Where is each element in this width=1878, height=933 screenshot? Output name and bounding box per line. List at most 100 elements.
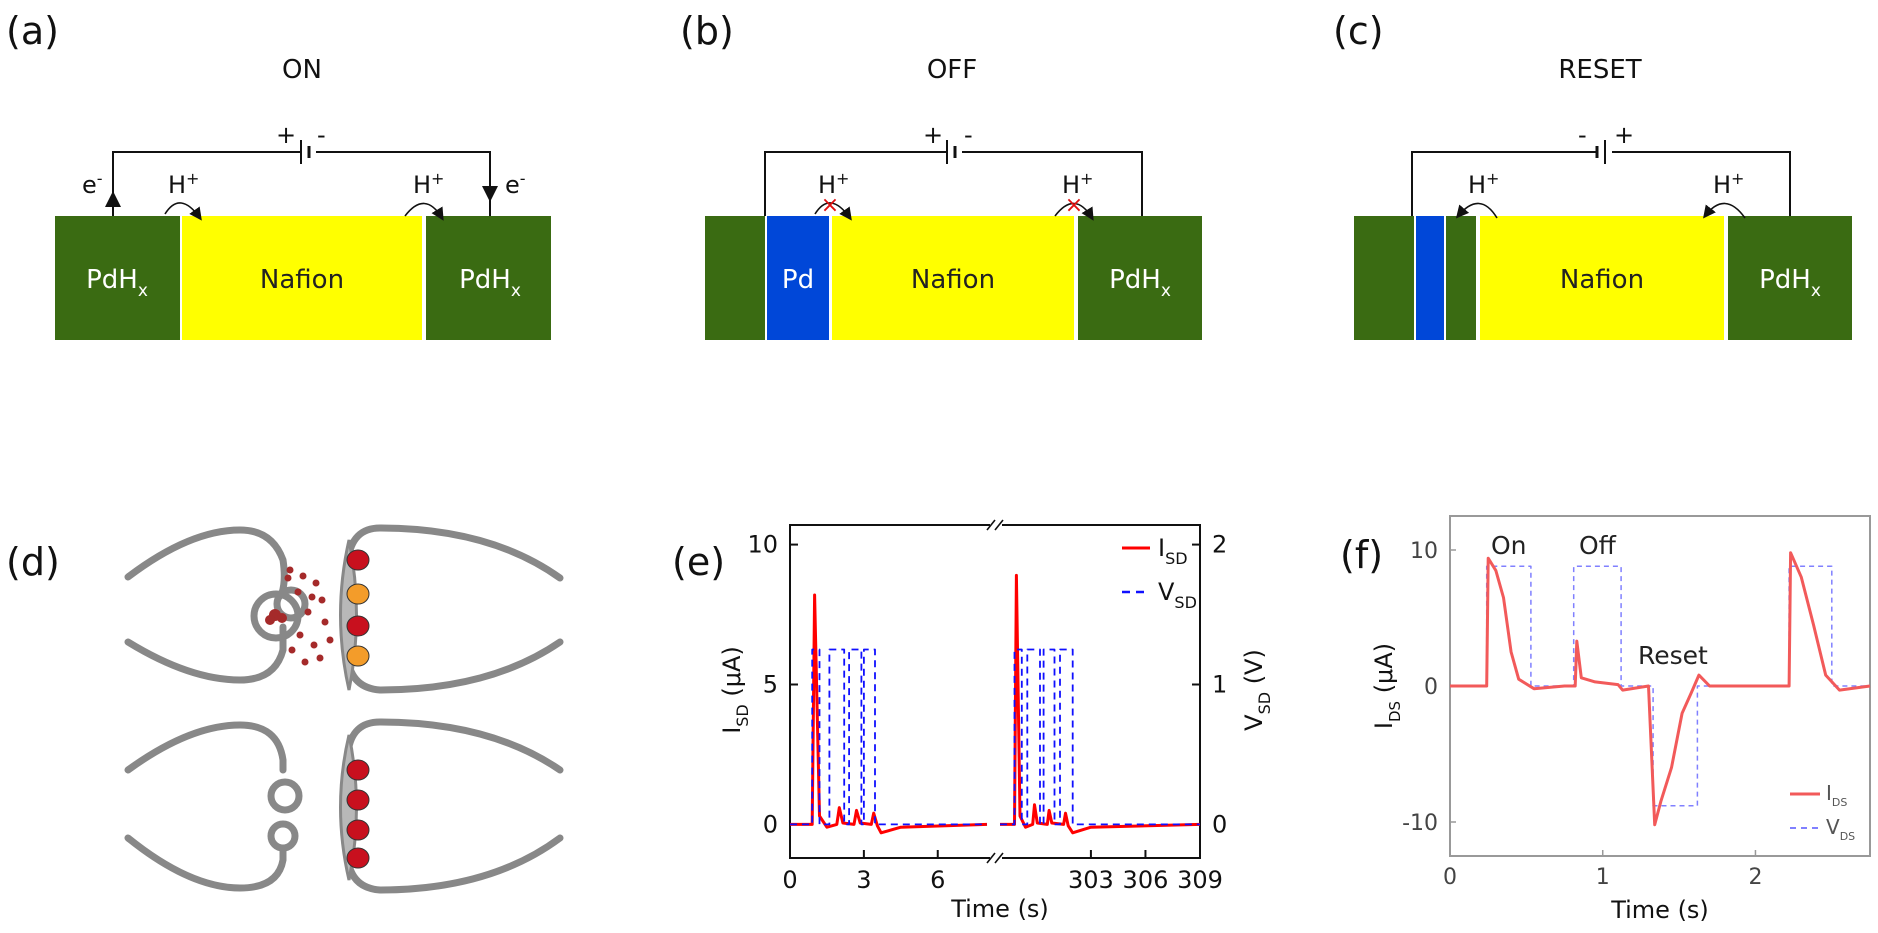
y-tick-label: 10 <box>747 531 778 559</box>
chart-f-series <box>1450 551 1871 827</box>
battery-icon <box>1595 140 1606 164</box>
series-line-vds <box>1450 565 1870 807</box>
blocked-mark-right: × <box>1065 193 1083 218</box>
receptor-icons-rest <box>346 759 370 869</box>
series-line-isd <box>1000 573 1201 835</box>
chart-f-ylabel: IDS (μA) <box>1370 643 1404 729</box>
panel-c: (c) RESET - + Nafion PdHx H+ H+ <box>1333 9 1852 340</box>
x-tick-label: 3 <box>856 866 871 894</box>
pdhx-block-left <box>1354 216 1414 340</box>
series-line-isd <box>790 593 988 835</box>
axis-break-marks <box>986 519 1004 864</box>
proton-label-right: H+ <box>1713 169 1744 199</box>
pdhx-label-right: PdHx <box>1109 265 1171 301</box>
x-tick-label: 2 <box>1748 865 1762 890</box>
proton-label-left: H+ <box>1468 169 1499 199</box>
proton-label-left: H+ <box>168 169 199 199</box>
synapse-rest-illustration <box>124 718 564 894</box>
x-tick-label: 306 <box>1123 866 1169 894</box>
panel-b: (b) OFF + - Pd Nafion PdHx × × H+ H+ <box>680 9 1202 340</box>
annotation-reset: Reset <box>1638 641 1708 670</box>
y-tick-label: -10 <box>1402 811 1438 836</box>
pdhx-block-left <box>705 216 765 340</box>
electron-label-left: e- <box>82 169 103 199</box>
nafion-label: Nafion <box>1560 265 1644 295</box>
chart-e-legend: ISD VSD <box>1122 534 1197 612</box>
receptor-icons <box>346 549 370 667</box>
synapse-active-illustration <box>124 524 564 694</box>
y2-tick-label: 2 <box>1212 531 1227 559</box>
panel-a: (a) ON + - e- e- PdHx Nafion PdHx H+ H+ <box>6 9 551 340</box>
x-tick-label: 303 <box>1068 866 1114 894</box>
proton-label-right: H+ <box>413 169 444 199</box>
pd-label: Pd <box>782 265 814 295</box>
pdhx-label-right: PdHx <box>1759 265 1821 301</box>
battery-icon <box>300 140 311 164</box>
chart-e-xlabel: Time (s) <box>950 895 1049 923</box>
chart-e-series <box>790 573 1201 835</box>
panel-a-title: ON <box>282 55 322 85</box>
x-tick-label: 1 <box>1596 865 1610 890</box>
y2-tick-label: 1 <box>1212 671 1227 699</box>
battery-plus: + <box>276 121 296 149</box>
panel-c-title: RESET <box>1558 55 1641 85</box>
neurotransmitter-dots <box>265 566 334 666</box>
pdhx-block-right <box>1078 216 1202 340</box>
panel-a-label: (a) <box>6 9 59 53</box>
x-tick-label: 6 <box>930 866 945 894</box>
battery-minus: - <box>1578 121 1587 149</box>
legend-label-vsd: VSD <box>1158 578 1197 612</box>
chart-f-ticks: 0 1 2 10 0 -10 <box>1402 539 1762 890</box>
x-tick-label: 309 <box>1177 866 1223 894</box>
battery-icon <box>946 140 957 164</box>
series-line-ids <box>1450 551 1871 827</box>
proton-arrow-left <box>1455 202 1498 219</box>
panel-e-label: (e) <box>672 540 725 584</box>
x-tick-label: 0 <box>782 866 797 894</box>
battery-minus: - <box>317 121 326 149</box>
proton-arrow-left <box>814 202 852 221</box>
proton-arrow-right <box>1054 202 1094 221</box>
y-tick-label: 0 <box>1424 675 1438 700</box>
proton-label-right: H+ <box>1062 169 1093 199</box>
panel-d-label: (d) <box>6 540 60 584</box>
battery-plus: + <box>1614 121 1634 149</box>
circuit-wire <box>764 151 1143 216</box>
proton-arrow-right <box>1703 202 1746 219</box>
chart-f-legend: IDS VDS <box>1790 781 1855 843</box>
electron-label-right: e- <box>505 169 526 199</box>
x-tick-label: 0 <box>1443 865 1457 890</box>
legend-label-ids: IDS <box>1826 781 1847 809</box>
legend-label-isd: ISD <box>1158 534 1188 568</box>
blocked-mark-left: × <box>821 193 839 218</box>
y-tick-label: 5 <box>763 671 778 699</box>
proton-arrow-left <box>164 202 202 221</box>
legend-label-vds: VDS <box>1826 815 1855 843</box>
battery-minus: - <box>964 121 973 149</box>
nafion-block <box>832 216 1074 340</box>
y-tick-label: 0 <box>763 810 778 838</box>
chart-e-axes <box>789 518 1201 865</box>
proton-label-left: H+ <box>818 169 849 199</box>
chart-f-xlabel: Time (s) <box>1610 896 1709 924</box>
annotation-off: Off <box>1579 531 1617 560</box>
pdhx-label-right: PdHx <box>459 265 521 301</box>
chart-e-y2label: VSD (V) <box>1240 649 1274 731</box>
y-tick-label: 10 <box>1410 539 1438 564</box>
proton-arrow-right <box>404 202 444 221</box>
nafion-label: Nafion <box>911 265 995 295</box>
pdhx-block-right <box>1728 216 1852 340</box>
panel-b-label: (b) <box>680 9 734 53</box>
panel-b-title: OFF <box>927 55 977 85</box>
series-line-vsd <box>790 648 987 826</box>
nafion-block <box>1480 216 1724 340</box>
chart-e-ylabel: ISD (μA) <box>718 646 752 734</box>
circuit-wire <box>1411 151 1791 216</box>
panel-f-label: (f) <box>1340 533 1383 577</box>
chart-e-frame <box>789 524 1201 859</box>
series-line-vsd <box>1000 648 1200 826</box>
panel-d: (d) <box>6 524 564 894</box>
